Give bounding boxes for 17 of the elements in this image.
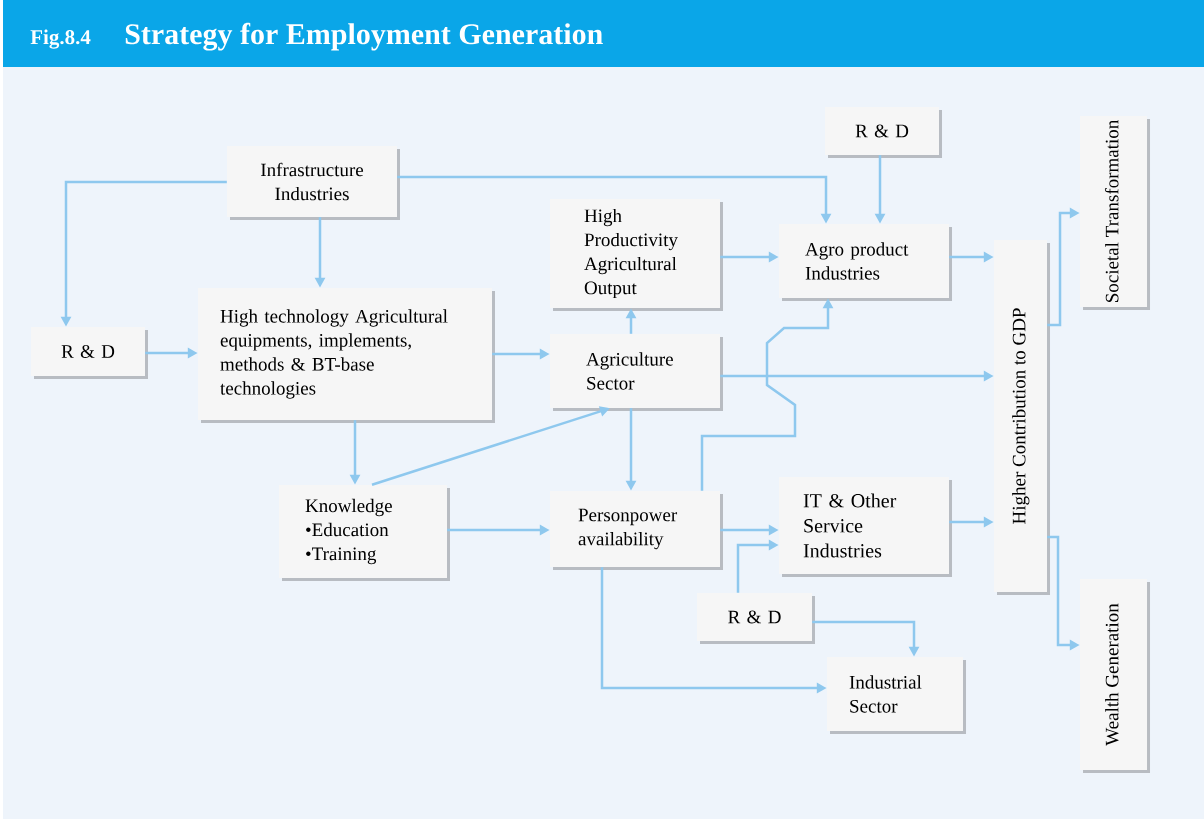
process-box: IT & Other Service Industries (779, 477, 952, 577)
vertical-box: Higher Contribution to GDP (994, 240, 1050, 595)
process-box: High Productivity Agricultural Output (550, 199, 723, 311)
process-box: R & D (697, 593, 815, 644)
process-box: R & D (825, 107, 942, 158)
process-box: Agriculture Sector (550, 334, 723, 411)
process-box: Knowledge •Education •Training (279, 485, 450, 581)
figure-number: Fig.8.4 (30, 29, 91, 49)
vertical-box: Societal Transformation (1080, 116, 1150, 310)
process-box: Industrial Sector (827, 657, 966, 734)
vertical-box: Wealth Generation (1080, 579, 1150, 773)
title: Strategy for Employment Generation (125, 22, 603, 51)
process-box: R & D (31, 327, 148, 379)
process-box: High technology Agricultural equipments, implements, methods & BT-base technologies (198, 288, 495, 423)
process-box: Infrastructure Industries (227, 146, 400, 220)
process-box: Personpower availability (550, 491, 723, 570)
process-box: Agro product Industries (779, 224, 952, 301)
